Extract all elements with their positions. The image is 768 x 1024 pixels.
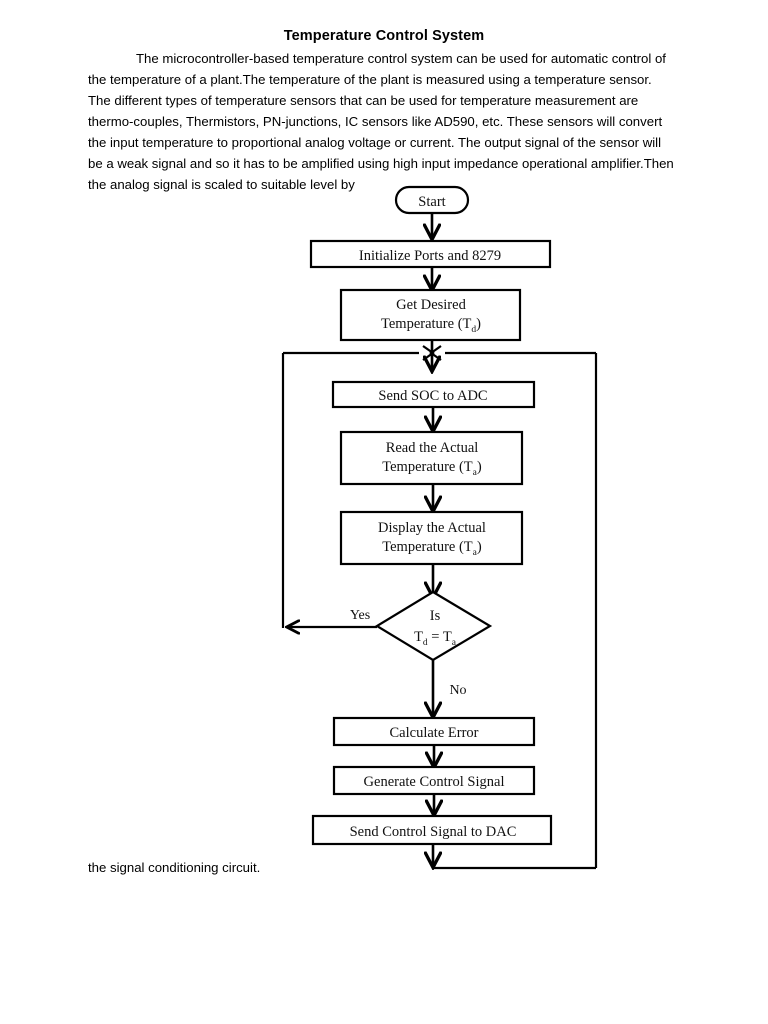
node-start-label: Start: [418, 194, 445, 210]
decision-rhs: T: [443, 629, 452, 645]
node-read-subscript: a: [473, 468, 478, 478]
node-decision-compare[interactable]: Is Td = Ta: [374, 590, 493, 662]
node-calculate-error-label: Calculate Error: [390, 725, 479, 741]
node-decision-expression: Td = Ta: [414, 629, 457, 648]
node-display-line2-main: Temperature (T: [382, 539, 473, 555]
page-title: Temperature Control System: [283, 28, 485, 44]
node-get-desired-temperature[interactable]: Get Desired Temperature (Td): [339, 288, 522, 342]
intro-paragraph: The microcontroller-based temperature co…: [88, 51, 674, 192]
merge-arrowhead-from-right: [429, 345, 442, 361]
node-decision-line1: Is: [430, 608, 441, 624]
decision-rhs-sub: a: [452, 638, 457, 648]
decision-lhs: T: [414, 629, 423, 645]
node-generate-control-signal-label: Generate Control Signal: [364, 774, 505, 790]
node-calculate-error[interactable]: Calculate Error: [332, 716, 536, 747]
node-init-label: Initialize Ports and 8279: [359, 248, 501, 264]
node-generate-control-signal[interactable]: Generate Control Signal: [332, 765, 536, 796]
node-get-desired-line2-main: Temperature (T: [381, 316, 472, 332]
node-read-actual-temperature[interactable]: Read the Actual Temperature (Ta): [339, 430, 524, 486]
node-read-line2-end: ): [477, 459, 482, 475]
node-read-line2-main: Temperature (T: [382, 459, 473, 475]
branch-label-yes: Yes: [350, 608, 370, 623]
node-init[interactable]: Initialize Ports and 8279: [309, 239, 552, 269]
node-display-actual-temperature[interactable]: Display the Actual Temperature (Ta): [339, 510, 524, 566]
closing-line: the signal conditioning circuit.: [88, 860, 261, 875]
node-read-line1: Read the Actual: [386, 440, 479, 456]
branch-label-no: No: [449, 683, 466, 698]
decision-lhs-sub: d: [423, 638, 428, 648]
node-get-desired-line2: Temperature (Td): [381, 316, 481, 335]
decision-operator: =: [428, 629, 443, 645]
node-send-control-signal-to-dac[interactable]: Send Control Signal to DAC: [311, 814, 553, 846]
node-send-control-signal-to-dac-label: Send Control Signal to DAC: [350, 824, 517, 840]
node-get-desired-line2-end: ): [476, 316, 481, 332]
node-get-desired-line1: Get Desired: [396, 297, 466, 313]
node-send-soc-label: Send SOC to ADC: [378, 388, 487, 404]
node-start[interactable]: Start: [394, 185, 470, 215]
node-display-line1: Display the Actual: [378, 520, 486, 536]
merge-arrowhead-from-left: [422, 345, 435, 361]
node-display-line2-end: ): [477, 539, 482, 555]
node-read-line2: Temperature (Ta): [382, 459, 482, 478]
node-get-desired-subscript: d: [471, 325, 476, 335]
node-display-subscript: a: [473, 548, 478, 558]
node-display-line2: Temperature (Ta): [382, 539, 482, 558]
node-send-soc[interactable]: Send SOC to ADC: [331, 380, 536, 409]
